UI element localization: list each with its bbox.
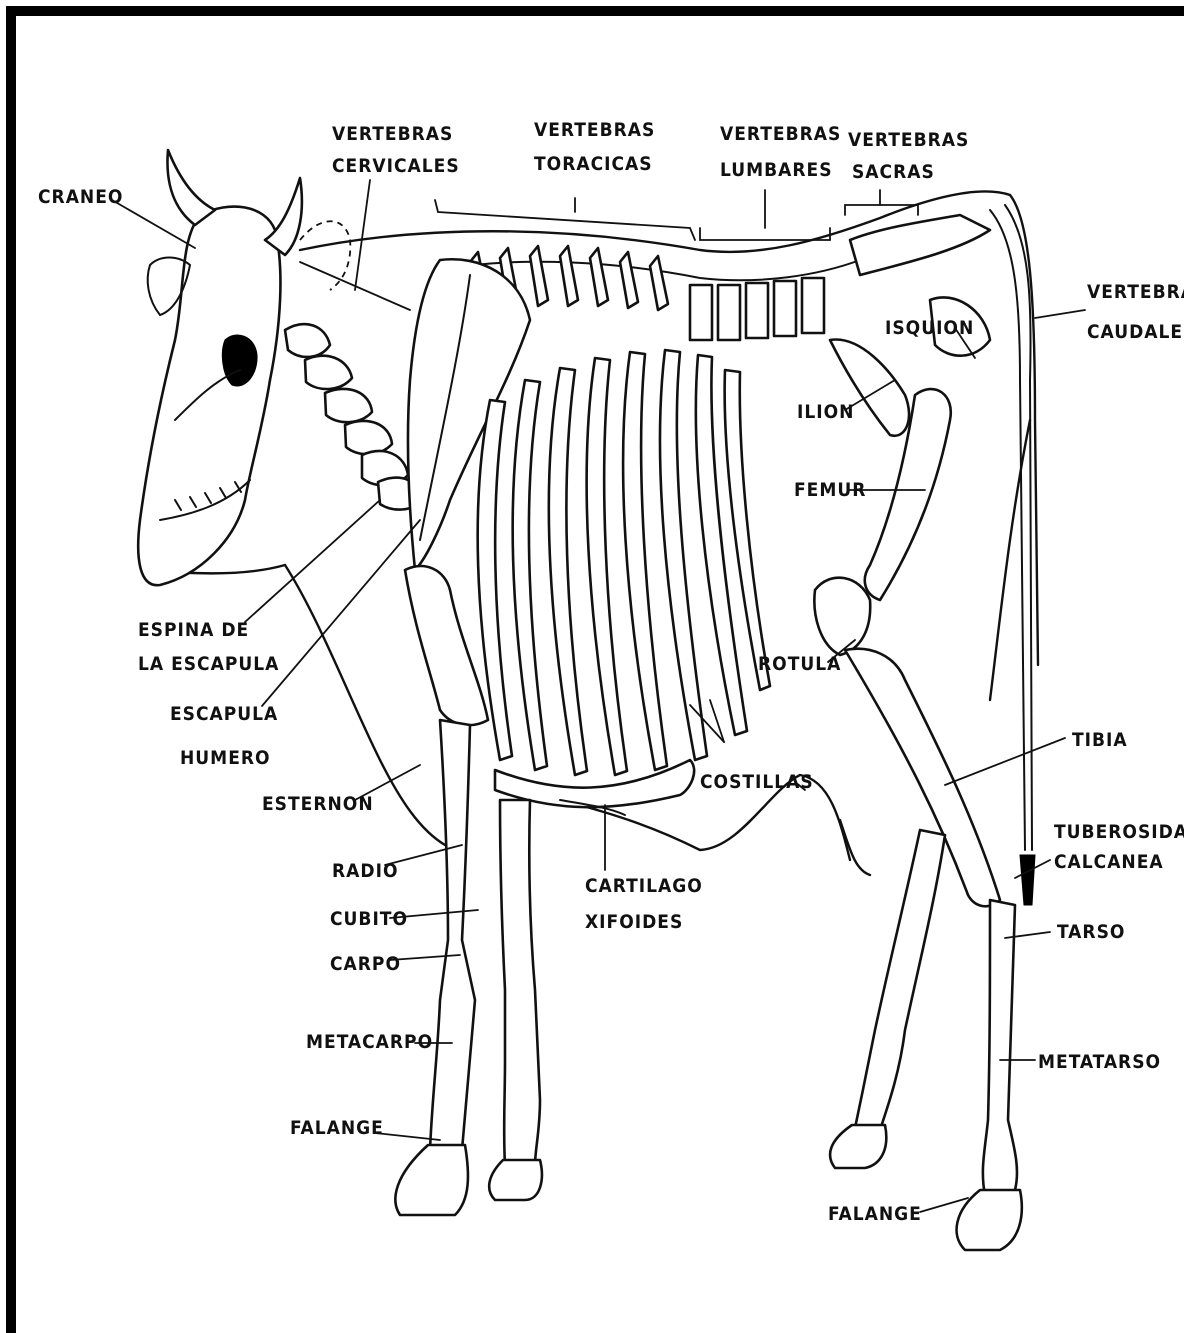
label-esternon: ESTERNON [262,793,374,815]
skull [138,150,302,585]
label-tuberosidad: TUBEROSIDAD [1054,821,1184,843]
label-humero: HUMERO [180,747,271,769]
label-vertebras-lumbares-2: LUMBARES [720,159,833,181]
label-xifoides: XIFOIDES [585,911,683,933]
label-vertebras-caudales-2: CAUDALES [1087,321,1184,343]
label-craneo: CRANEO [38,186,123,208]
label-isquion: ISQUION [885,317,974,339]
label-cartilago: CARTILAGO [585,875,703,897]
label-vertebras-caudales: VERTEBRAS [1087,281,1184,303]
label-vertebras-cervicales-2: CERVICALES [332,155,460,177]
label-metacarpo: METACARPO [306,1031,433,1053]
label-vertebras-cervicales: VERTEBRAS [332,123,453,145]
label-vertebras-sacras-2: SACRAS [852,161,935,183]
label-rotula: ROTULA [758,653,841,675]
label-escapula: ESCAPULA [170,703,278,725]
label-la-escapula: LA ESCAPULA [138,653,279,675]
label-tibia: TIBIA [1072,729,1128,751]
label-falange-hind: FALANGE [828,1203,922,1225]
label-radio: RADIO [332,860,398,882]
label-cubito: CUBITO [330,908,408,930]
label-metatarso: METATARSO [1038,1051,1161,1073]
label-ilion: ILION [797,401,854,423]
ribs [478,350,770,815]
label-vertebras-toracicas-2: TORACICAS [534,153,653,175]
label-espina: ESPINA DE [138,619,249,641]
label-vertebras-toracicas: VERTEBRAS [534,119,655,141]
label-femur: FEMUR [794,479,866,501]
label-carpo: CARPO [330,953,401,975]
tail-tip [1020,855,1035,905]
hind-legs [814,297,1021,1250]
label-falange-front: FALANGE [290,1117,384,1139]
label-costillas: COSTILLAS [700,771,814,793]
label-calcanea: CALCANEA [1054,851,1164,873]
label-tarso: TARSO [1057,921,1125,943]
label-vertebras-lumbares: VERTEBRAS [720,123,841,145]
label-vertebras-sacras: VERTEBRAS [848,129,969,151]
